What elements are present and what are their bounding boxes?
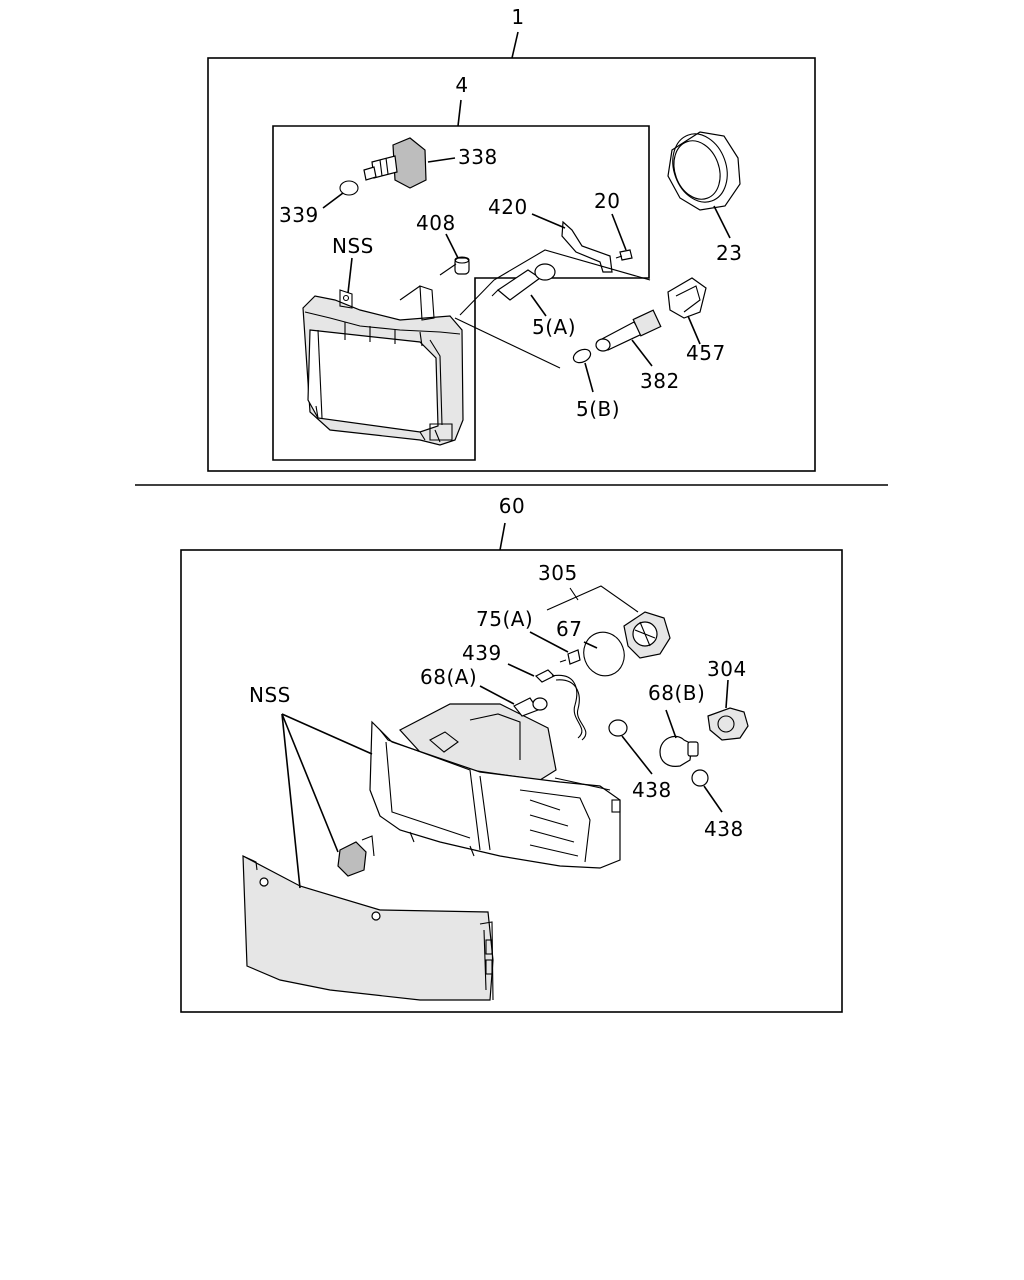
cap-438b-part [691, 769, 709, 787]
assembly-60-group: 60 [180, 494, 843, 1013]
callout-438-b: 438 [704, 817, 744, 841]
callout-68b: 68(B) [648, 681, 705, 705]
callout-304: 304 [707, 657, 747, 681]
cap-438a-part [608, 719, 628, 737]
assembly-4-number: 4 [455, 73, 468, 97]
callout-408: 408 [416, 211, 456, 235]
assembly-1-frame [207, 57, 816, 472]
callout-457: 457 [686, 341, 726, 365]
bulb-5b-part [572, 348, 592, 364]
callout-20: 20 [594, 189, 620, 213]
callout-nss-bottom: NSS [249, 683, 291, 707]
assembly-4-leader [457, 99, 462, 127]
lamp-housing-bottom [369, 703, 621, 869]
bulb-5a-part [491, 263, 556, 301]
callout-5a: 5(A) [532, 315, 576, 339]
top-leader-lines [322, 157, 731, 393]
callout-75a: 75(A) [476, 607, 533, 631]
assembly-60-leader [499, 522, 506, 551]
bulb-68b-part [659, 735, 699, 767]
callout-339: 339 [279, 203, 319, 227]
bottom-leader-lines [281, 585, 729, 889]
bulb-68a-part [513, 697, 548, 717]
clip-nss-part [337, 835, 375, 877]
screw-75a-part [559, 649, 581, 665]
callout-5b: 5(B) [576, 397, 620, 421]
callout-23: 23 [716, 241, 742, 265]
assembly-60-frame [180, 549, 843, 1013]
callout-68a: 68(A) [420, 665, 477, 689]
assembly-4-frame [272, 125, 650, 461]
assembly-1-number: 1 [511, 5, 524, 29]
callout-420: 420 [488, 195, 528, 219]
bracket-420-part [561, 220, 613, 273]
callout-438-a: 438 [632, 778, 672, 802]
screw-20-part [615, 249, 633, 261]
oring-339-part [339, 180, 359, 196]
socket-304-part [707, 707, 749, 741]
callout-305: 305 [538, 561, 578, 585]
callout-382: 382 [640, 369, 680, 393]
callout-338: 338 [458, 145, 498, 169]
lens-part [242, 854, 494, 1001]
headlamp-assembly-top [302, 285, 464, 446]
oring-67-part [583, 631, 625, 677]
socket-457-part [667, 277, 707, 319]
assembly-1-group: 1 4 [207, 5, 816, 472]
callout-67: 67 [556, 617, 582, 641]
assembly-60-number: 60 [499, 494, 525, 518]
wire-439-part [534, 669, 587, 741]
switch-338-part [363, 137, 427, 189]
callout-439: 439 [462, 641, 502, 665]
bulb-382-part [595, 309, 662, 352]
ring-23-part [667, 131, 741, 211]
socket-305-part [623, 611, 671, 659]
assembly-1-leader [511, 31, 519, 59]
callout-nss-top: NSS [332, 234, 374, 258]
cap-408-part [454, 256, 470, 275]
